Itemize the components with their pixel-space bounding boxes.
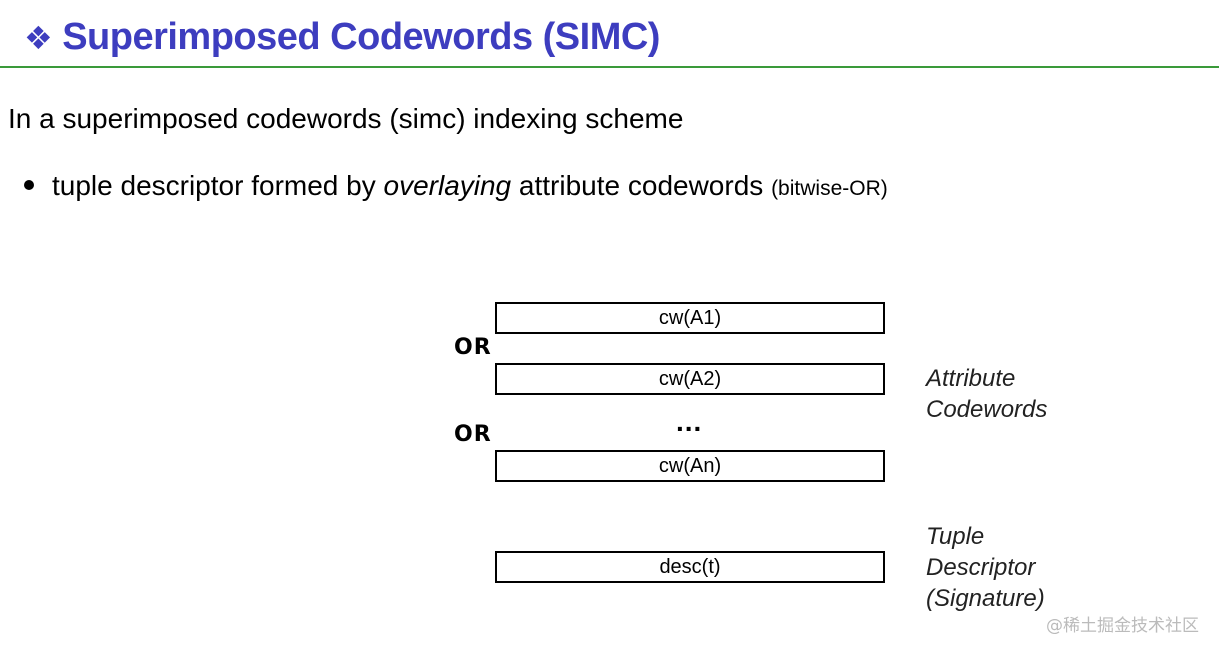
bullet-text-pre: tuple descriptor formed by [52, 170, 384, 201]
codeword-box-an: cw(An) [495, 450, 885, 482]
tuple-descriptor-label: Tuple Descriptor (Signature) [926, 521, 1045, 614]
tuple-label-line-1: Tuple [926, 523, 985, 550]
codeword-box-a2: cw(A2) [495, 363, 885, 395]
ellipsis: ... [676, 406, 703, 437]
attribute-codewords-label: Attribute Codewords [926, 363, 1047, 425]
title-bar: ❖Superimposed Codewords (SIMC) [0, 0, 1219, 68]
bullet-text-post: attribute codewords [511, 170, 772, 201]
descriptor-box: desc(t) [495, 551, 885, 583]
bullet-note: (bitwise-OR) [771, 177, 888, 200]
tuple-label-line-2: Descriptor [926, 554, 1036, 581]
watermark: @稀土掘金技术社区 [1046, 616, 1199, 636]
slide-title: ❖Superimposed Codewords (SIMC) [24, 16, 660, 59]
bullet-text-emphasis: overlaying [383, 170, 512, 201]
bullet-dot-icon [24, 179, 34, 190]
or-label-1: OR [454, 335, 492, 360]
attribute-label-line-1: Attribute [926, 365, 1016, 392]
diamond-bullet-icon: ❖ [24, 20, 53, 56]
bullet-item: tuple descriptor formed by overlaying at… [24, 170, 888, 202]
attribute-label-line-2: Codewords [926, 396, 1048, 423]
or-label-2: OR [454, 422, 492, 447]
tuple-label-line-3: (Signature) [926, 585, 1045, 612]
codeword-box-a1: cw(A1) [495, 302, 885, 334]
slide-title-text: Superimposed Codewords (SIMC) [62, 16, 660, 58]
intro-text: In a superimposed codewords (simc) index… [8, 103, 684, 134]
